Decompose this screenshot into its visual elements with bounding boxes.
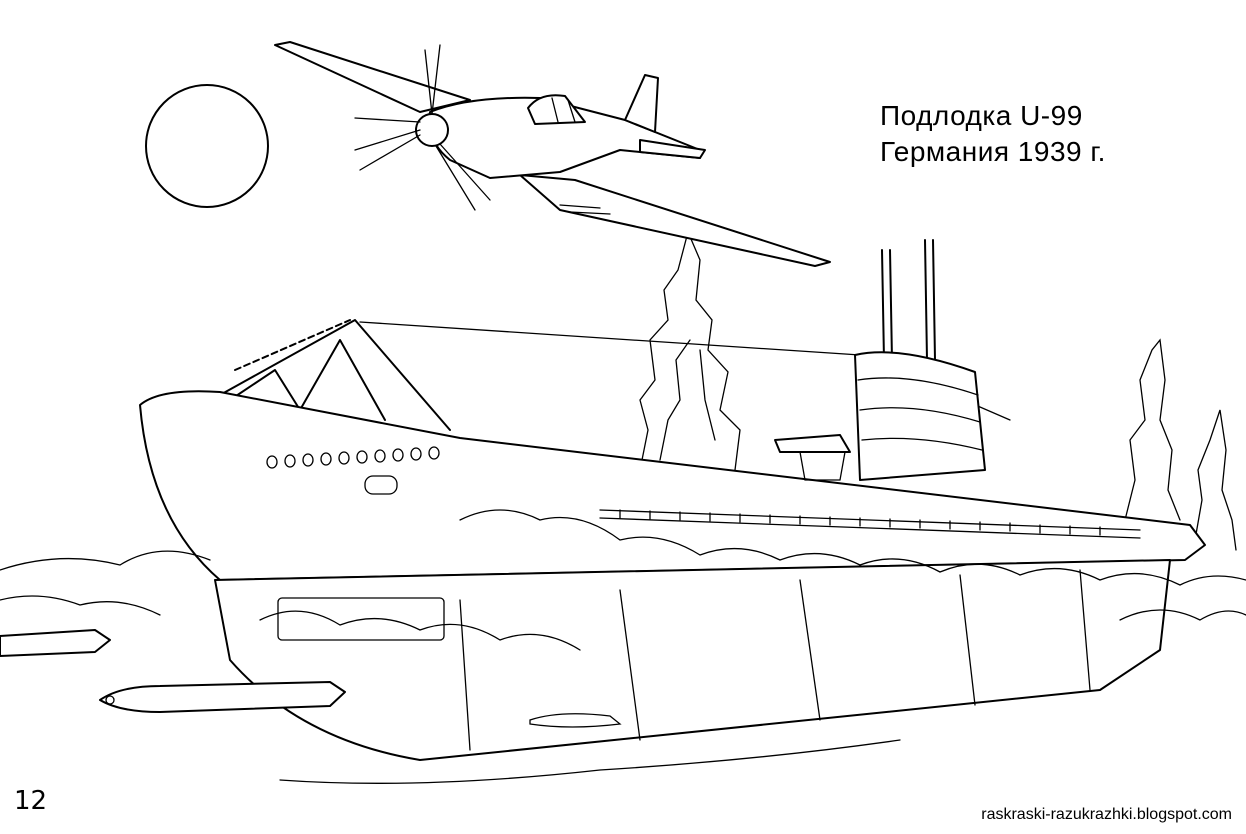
sun [145,84,269,208]
portholes [266,446,440,469]
submarine [0,239,1246,784]
page-number: 12 [14,786,48,816]
website-credit: raskraski-razukrazhki.blogspot.com [981,806,1232,823]
airplane [274,41,831,267]
caption: Подлодка U-99 Германия 1939 г. [880,98,1106,170]
caption-line-1: Подлодка U-99 [880,100,1083,131]
caption-line-2: Германия 1939 г. [880,136,1106,167]
